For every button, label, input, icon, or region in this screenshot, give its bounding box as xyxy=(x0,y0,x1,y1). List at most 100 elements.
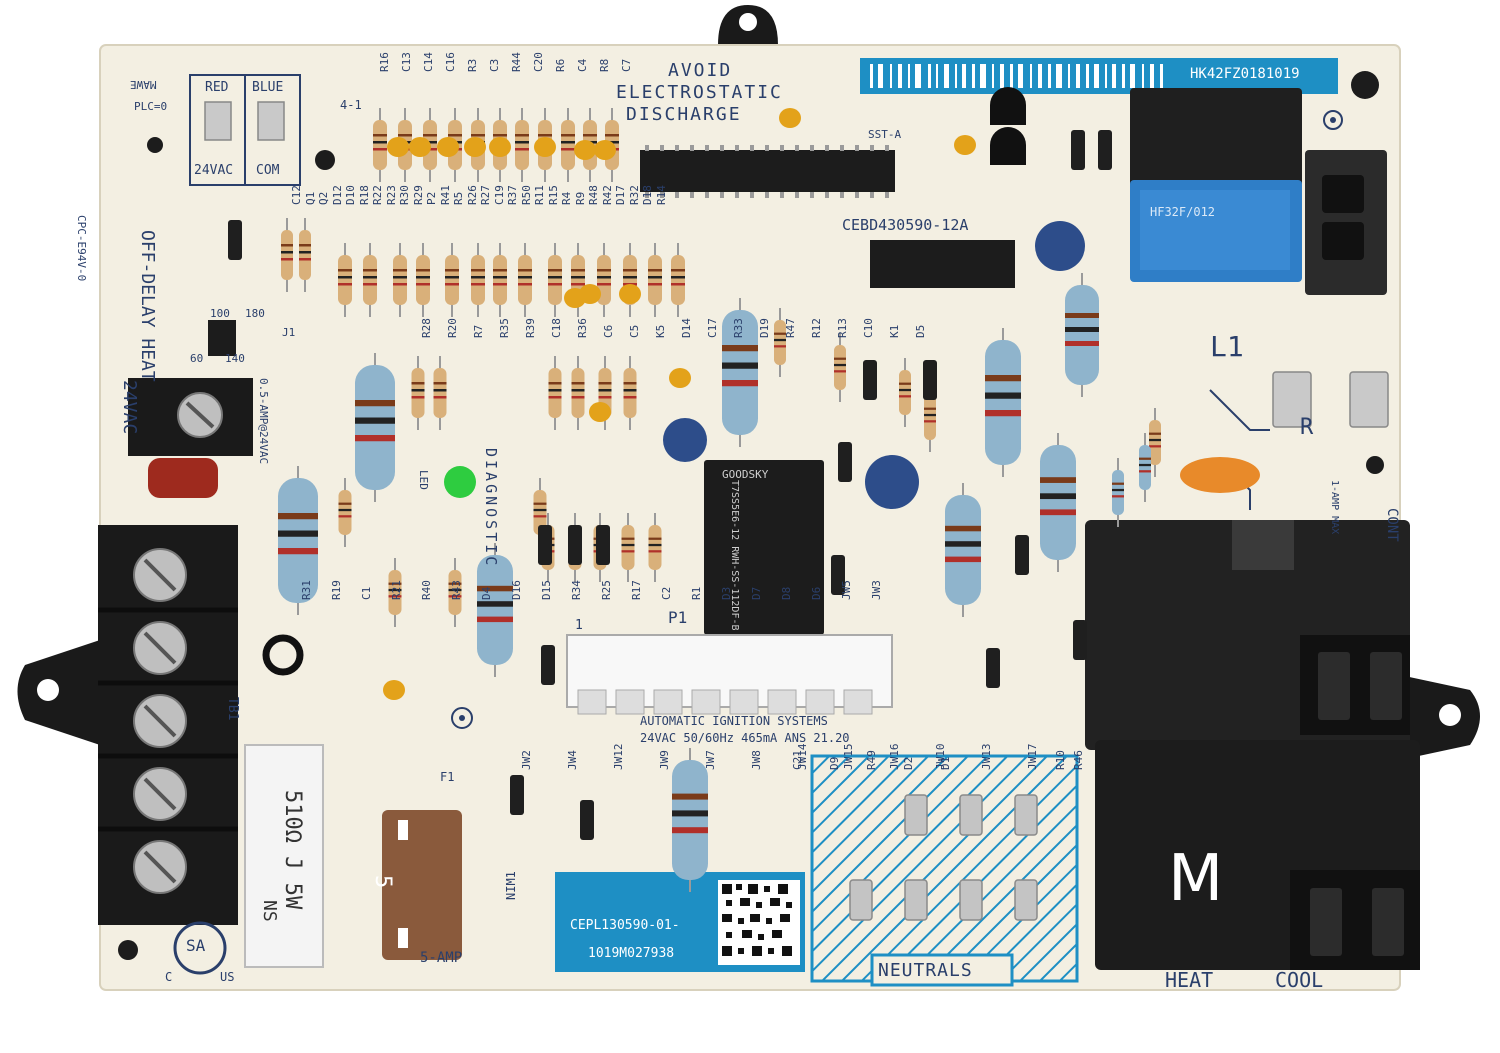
electrolytic-cap-c21 xyxy=(1035,221,1085,271)
electrolytic-cap-c5 xyxy=(663,418,707,462)
component-label: C18 xyxy=(550,318,563,338)
spade-terminal-red xyxy=(204,101,232,141)
max-amp-label: 1-AMP MAX xyxy=(1329,480,1340,535)
component-label: C21 xyxy=(791,750,804,770)
amp-rating-label: 0.5-AMP@24VAC xyxy=(257,378,270,465)
ceramic-capacitor xyxy=(619,284,641,304)
mount-hole xyxy=(118,940,138,960)
relay-text: T7SS5E6-12 RWH-SS-112DF-B xyxy=(729,480,740,631)
ceramic-capacitor xyxy=(574,140,596,160)
component-label: D2 xyxy=(902,756,915,770)
resistor-small xyxy=(571,368,585,418)
ceramic-capacitor xyxy=(489,137,511,157)
component-label: D19 xyxy=(758,318,771,338)
component-label: R27 xyxy=(479,185,492,205)
off-delay-label: OFF-DELAY HEAT xyxy=(137,230,158,382)
neutrals-label: NEUTRALS xyxy=(878,960,973,981)
component-label: R21 xyxy=(390,580,403,600)
resistor-small xyxy=(548,255,562,305)
resistor-small xyxy=(899,370,911,415)
component-label: C16 xyxy=(444,52,457,72)
red-ptc xyxy=(148,458,218,498)
fuse-id-label: F1 xyxy=(440,770,455,784)
component-label: R33 xyxy=(732,318,745,338)
ceramic-capacitor xyxy=(779,108,801,128)
p1-label: P1 xyxy=(668,608,688,627)
resistor-small xyxy=(648,525,662,570)
mounting-tab-left xyxy=(17,640,100,745)
jumper-180: 180 xyxy=(245,307,265,320)
component-label: D18 xyxy=(641,185,654,205)
component-label: JW9 xyxy=(658,750,671,770)
jumper-block xyxy=(208,320,236,356)
component-label: R11 xyxy=(533,185,546,205)
resistor-small xyxy=(621,525,635,570)
component-label: D8 xyxy=(780,586,793,600)
discharge-text: DISCHARGE xyxy=(626,104,742,125)
resistor-small xyxy=(471,255,485,305)
driver-ic xyxy=(870,240,1015,288)
resistor-small xyxy=(445,255,459,305)
resistor-small xyxy=(533,490,547,535)
component-label: R42 xyxy=(600,185,614,205)
component-label: JW17 xyxy=(1026,743,1039,771)
nim-label: NIM1 xyxy=(504,871,518,900)
ceramic-capacitor xyxy=(594,140,616,160)
ceramic-capacitor xyxy=(383,680,405,700)
cpc-label: CPC-E94V-0 xyxy=(75,215,88,282)
resistor-small xyxy=(411,368,425,418)
component-label: JW2 xyxy=(520,750,533,770)
ceramic-capacitor xyxy=(409,137,431,157)
r-label: R xyxy=(1300,415,1314,440)
resistor-small xyxy=(1112,470,1124,515)
component-label: JW13 xyxy=(980,743,993,771)
component-label: D3 xyxy=(720,586,733,600)
component-label: JW4 xyxy=(566,750,579,770)
relay-goodsky xyxy=(704,460,824,635)
resistor-large xyxy=(355,365,395,490)
ceramic-capacitor xyxy=(564,288,586,308)
tb1-label: TB1 xyxy=(225,697,240,721)
component-label: R50 xyxy=(519,185,533,205)
component-label: C20 xyxy=(532,52,545,72)
diode xyxy=(596,525,610,565)
component-label: R14 xyxy=(654,185,668,205)
component-label: C13 xyxy=(400,52,413,72)
j1-label: J1 xyxy=(282,326,296,339)
component-label: R30 xyxy=(398,185,411,205)
c-label: C xyxy=(165,970,173,984)
component-label: C17 xyxy=(706,318,719,338)
component-label: K1 xyxy=(888,324,901,338)
component-label: D14 xyxy=(680,318,693,338)
component-label: R44 xyxy=(510,52,523,72)
component-label: JW12 xyxy=(612,743,625,771)
component-label: R39 xyxy=(524,318,537,338)
resistor-small xyxy=(623,368,637,418)
diode xyxy=(838,442,852,482)
spade-terminal-blue xyxy=(257,101,285,141)
ceramic-capacitor xyxy=(669,368,691,388)
neutrals-zone xyxy=(810,754,1079,983)
m-label: M xyxy=(1168,842,1224,916)
component-label: R28 xyxy=(420,318,433,338)
diode xyxy=(923,360,937,400)
diode xyxy=(580,800,594,840)
mount-hole xyxy=(315,150,335,170)
sst-label: SST-A xyxy=(868,128,902,141)
component-label: R31 xyxy=(300,580,313,600)
component-label: R8 xyxy=(598,58,611,72)
resistor-large xyxy=(722,310,758,435)
mawe-label: MAWE xyxy=(130,78,157,91)
electrostatic-text: ELECTROSTATIC xyxy=(616,82,783,103)
component-label: C6 xyxy=(602,324,615,338)
component-label: R15 xyxy=(546,185,560,205)
component-label: C14 xyxy=(422,52,435,72)
resistor-large xyxy=(1065,285,1099,385)
relay-brand: GOODSKY xyxy=(722,468,769,481)
part-number: HK42FZ0181019 xyxy=(1190,66,1300,82)
component-label: C19 xyxy=(492,185,506,205)
resistor-small xyxy=(774,320,786,365)
component-label: R13 xyxy=(836,318,849,338)
